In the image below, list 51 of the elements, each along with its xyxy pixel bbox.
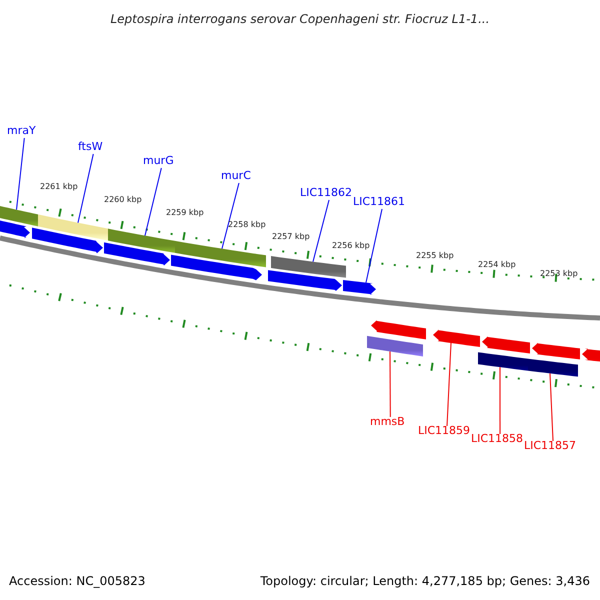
gene-bar <box>175 240 266 268</box>
gene-bar <box>38 214 108 241</box>
gene-block <box>482 336 530 354</box>
gene-name-label: mraY <box>7 125 36 136</box>
footer-text: Accession: NC_005823 <box>9 575 146 587</box>
gene-name-label: murG <box>143 155 174 166</box>
scale-label: 2261 kbp <box>40 183 78 191</box>
gene-bar <box>0 204 38 226</box>
scale-label: 2259 kbp <box>166 209 204 217</box>
gene-block <box>268 270 342 291</box>
leader-line <box>16 138 25 210</box>
leader-line <box>446 342 452 426</box>
gene-block <box>532 342 580 360</box>
scale-label: 2258 kbp <box>228 221 266 229</box>
scale-label: 2255 kbp <box>416 252 454 260</box>
scale-label: 2257 kbp <box>272 233 310 241</box>
gene-block <box>582 348 600 363</box>
gene-block <box>104 242 170 266</box>
title: Leptospira interrogans serovar Copenhageni str. Fiocruz L1-1... <box>109 13 491 25</box>
gene-bar <box>271 256 346 278</box>
gene-block <box>343 280 376 295</box>
gene-name-label: LIC11858 <box>471 433 524 444</box>
gene-name-label: mmsB <box>370 416 405 427</box>
scale-label: 2256 kbp <box>332 242 370 250</box>
gene-block <box>171 254 262 280</box>
gene-block <box>0 219 30 238</box>
gene-block <box>32 228 103 254</box>
scale-label: 2254 kbp <box>478 261 516 269</box>
leader-line <box>312 200 330 262</box>
leader-line <box>222 182 240 250</box>
gene-bar <box>367 336 423 356</box>
gene-name-label: murC <box>221 170 251 181</box>
scale-label: 2260 kbp <box>104 196 142 204</box>
leader-line <box>500 366 501 434</box>
leader-line <box>390 350 391 418</box>
footer-text: Topology: circular; Length: 4,277,185 bp; Genes: 3,436 <box>260 575 590 587</box>
gene-bar <box>108 228 175 253</box>
gene-name-label: LIC11862 <box>300 187 352 198</box>
scale-label: 2253 kbp <box>540 270 578 278</box>
leader-line <box>78 154 94 224</box>
gene-block <box>371 320 426 340</box>
gene-block <box>433 329 480 347</box>
gene-bar <box>528 358 578 377</box>
gene-name-label: ftsW <box>78 141 103 152</box>
gene-name-label: LIC11859 <box>418 425 470 436</box>
leader-line <box>550 372 554 442</box>
leader-line <box>144 168 162 236</box>
gene-name-label: LIC11857 <box>524 440 576 451</box>
leader-line <box>366 208 383 284</box>
gene-name-label: LIC11861 <box>353 196 406 207</box>
gene-bar <box>478 352 528 371</box>
